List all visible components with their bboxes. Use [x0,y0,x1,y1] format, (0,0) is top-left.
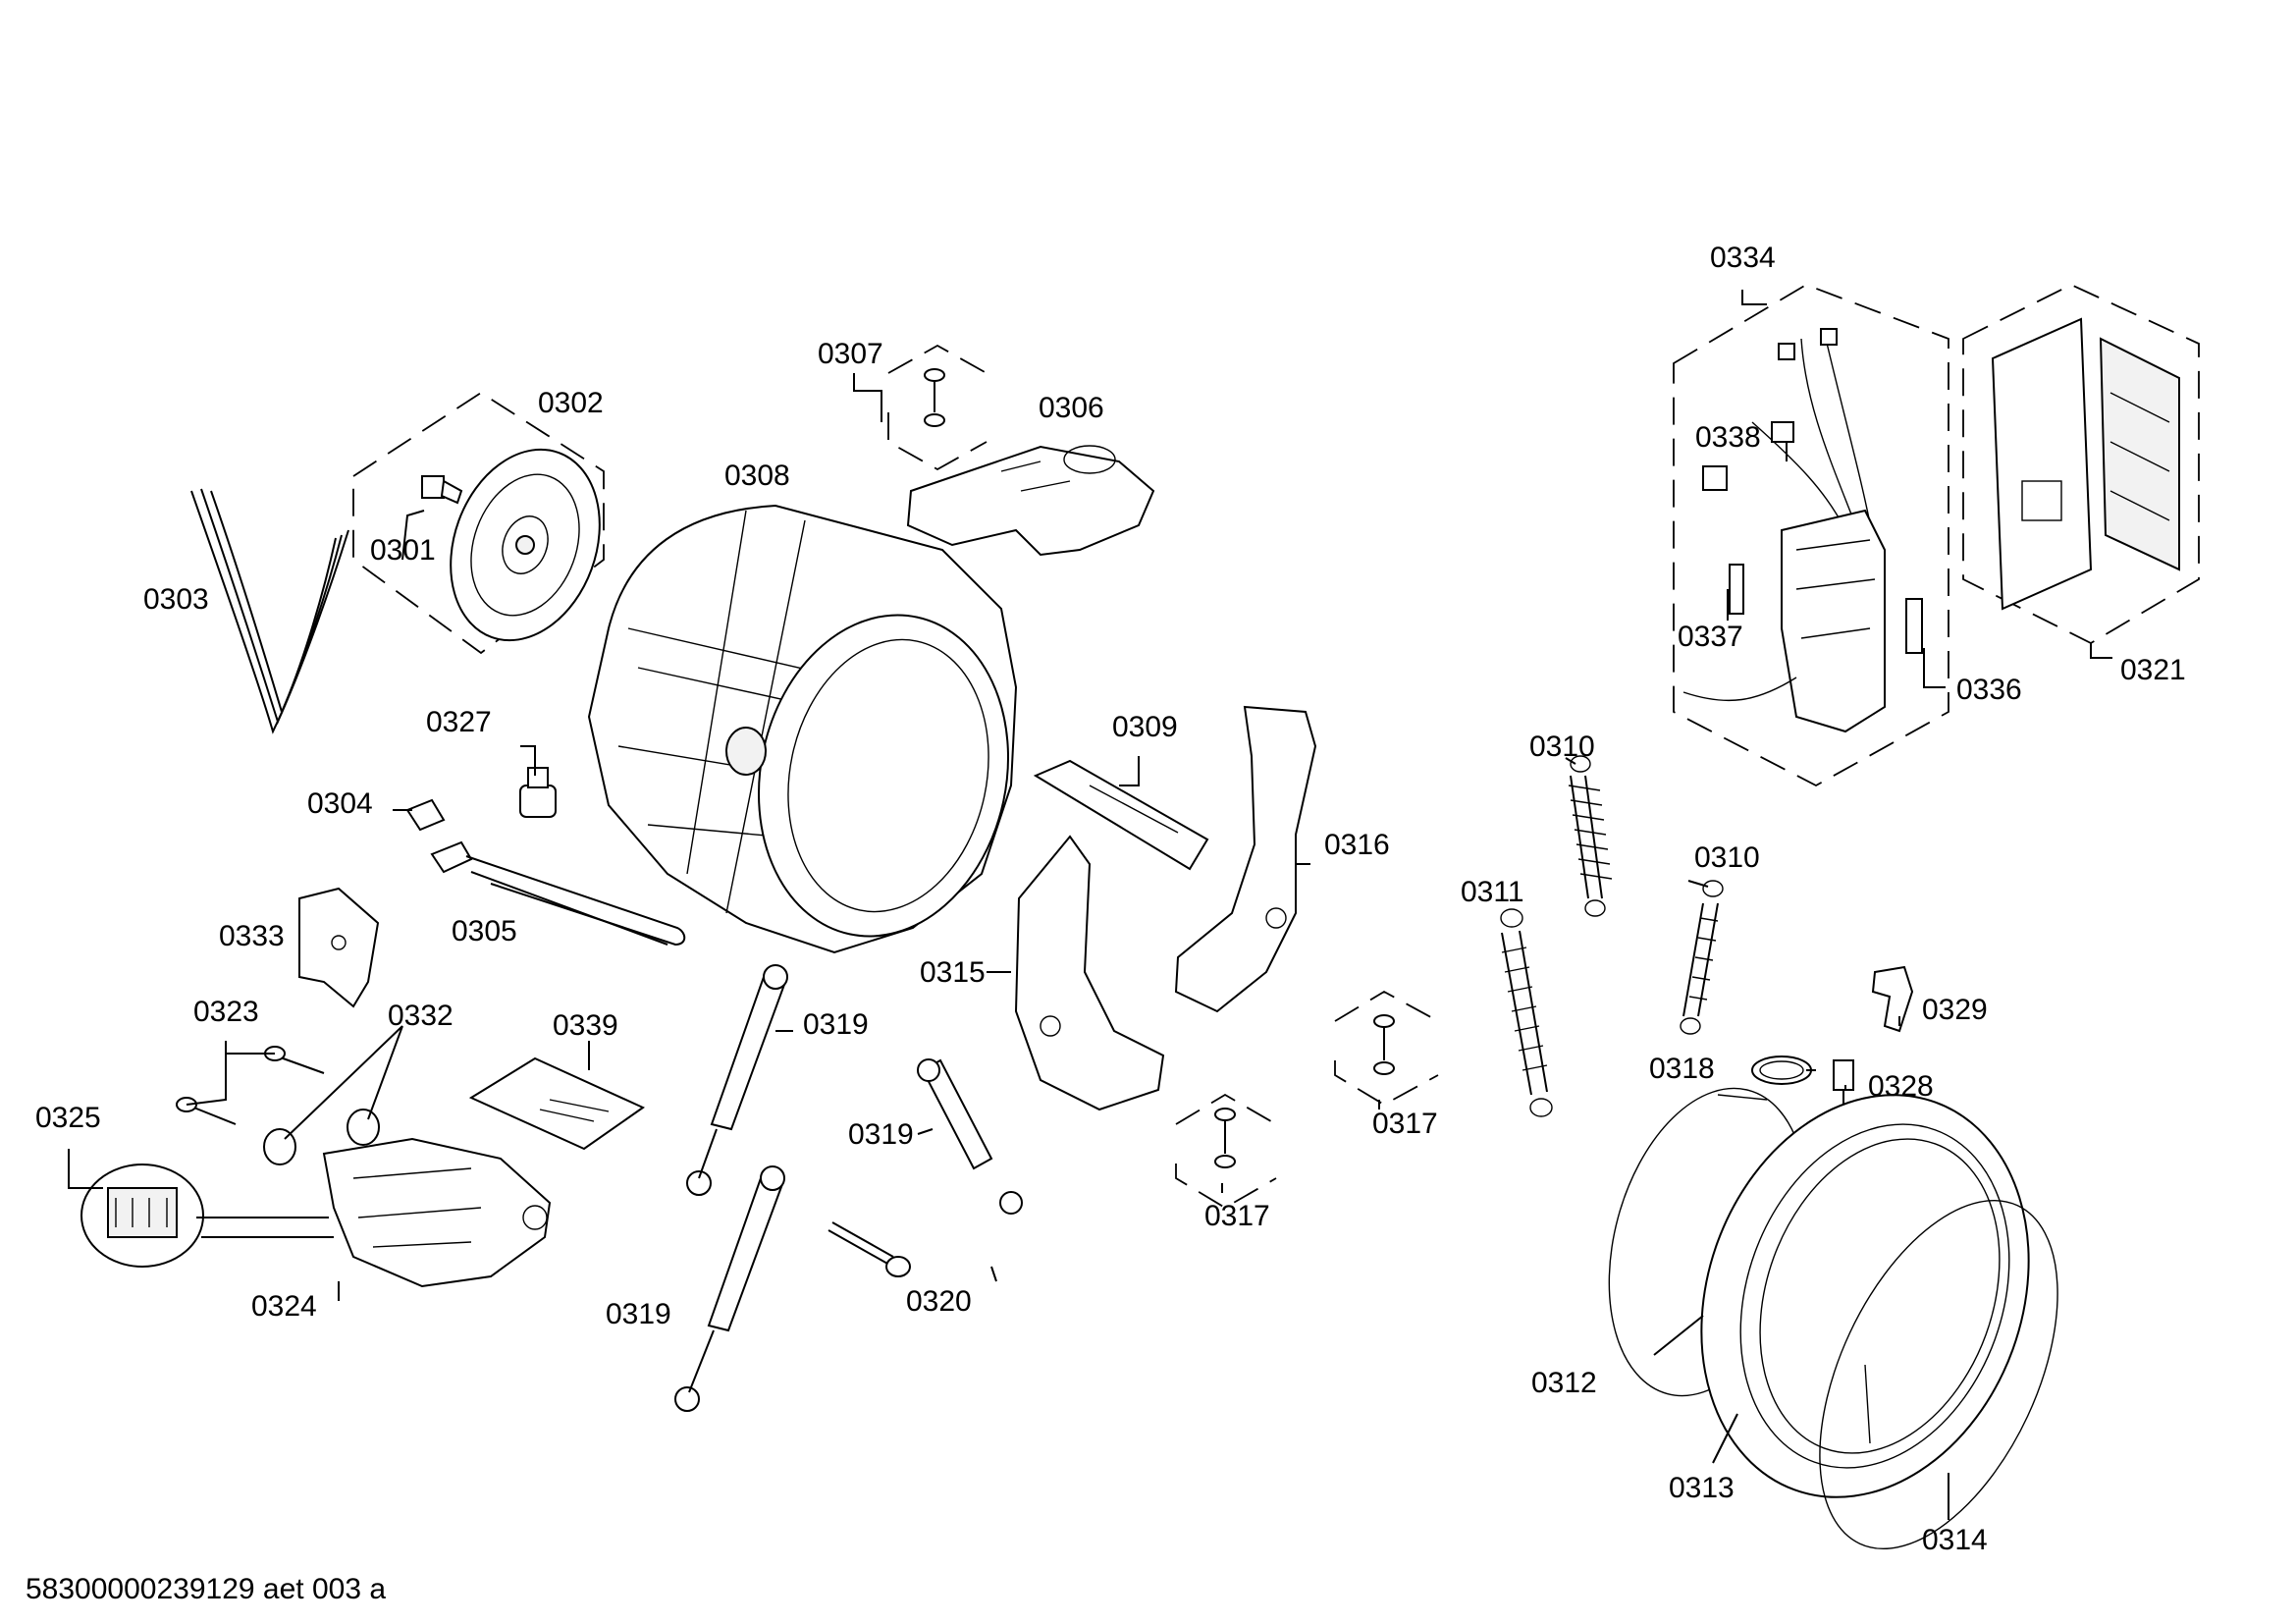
screw-0317-a [1334,990,1439,1107]
wiring-group-0334 [1673,284,1949,787]
label-0318: 0318 [1649,1053,1715,1085]
clamp-ring-0314 [1819,1199,2058,1550]
label-0323: 0323 [193,996,259,1028]
lifter-0309 [1033,759,1209,871]
damper-0319-a [686,964,788,1196]
label-0317-b: 0317 [1204,1200,1270,1232]
spring-0311 [1500,908,1553,1117]
label-0334: 0334 [1710,242,1776,274]
label-0325: 0325 [35,1102,101,1134]
motor-0324 [322,1137,552,1288]
part-number-labels: 0301 0302 0303 0304 0305 0306 0307 0308 … [35,242,2186,1556]
drive-belt-0303 [190,488,349,734]
label-0321: 0321 [2120,654,2186,686]
label-0303: 0303 [143,583,209,616]
label-sheet-0339 [468,1056,646,1151]
label-0317-a: 0317 [1372,1108,1438,1140]
bolt-0320 [828,1221,911,1277]
bracket-0333 [298,887,380,1008]
label-0304: 0304 [307,787,373,820]
label-0327: 0327 [426,706,492,738]
label-0328: 0328 [1868,1070,1934,1103]
pulley-group-0302 [352,391,605,655]
label-0305: 0305 [452,915,517,947]
label-0315: 0315 [920,956,986,989]
label-0320: 0320 [906,1285,972,1318]
label-0319-b: 0319 [848,1118,914,1151]
tub-assembly-0308 [587,504,1018,954]
label-0319-a: 0319 [803,1008,869,1041]
part-0328 [1833,1059,1854,1110]
screw-0307 [887,344,988,471]
leader-lines [68,290,2112,1520]
label-0324: 0324 [251,1290,317,1323]
label-0302: 0302 [538,387,604,419]
clamp-0318 [1751,1056,1812,1085]
label-0314: 0314 [1922,1524,1988,1556]
damper-0319-b [674,1165,785,1412]
label-0316: 0316 [1324,829,1390,861]
part-0329 [1871,965,1914,1033]
weight-0316 [1174,705,1317,1013]
label-0308: 0308 [724,460,790,492]
bellows-0313 [1700,1094,2030,1498]
label-0313: 0313 [1669,1472,1735,1504]
label-0332: 0332 [388,1000,454,1032]
spring-0310-b [1680,880,1724,1035]
heater-0305 [430,840,686,947]
label-0311: 0311 [1461,876,1524,908]
sensor-0304 [405,798,446,832]
label-0336: 0336 [1956,674,2022,706]
bushings-0332 [263,1109,380,1165]
label-0309: 0309 [1112,711,1178,743]
label-0307: 0307 [818,338,883,370]
label-0306: 0306 [1039,392,1104,424]
label-0319-c: 0319 [606,1298,671,1330]
screw-0317-b [1175,1093,1277,1210]
counterweight-0306 [906,445,1155,557]
label-0310-b: 0310 [1694,841,1760,874]
label-0301: 0301 [370,534,436,567]
control-module-0321 [1962,284,2200,645]
label-0333: 0333 [219,920,285,952]
drawing-number: 58300000239129 aet 003 a [26,1573,386,1605]
label-0312: 0312 [1531,1367,1597,1399]
screws-0323 [176,1046,325,1125]
label-0310-a: 0310 [1529,731,1595,763]
connector-0325 [80,1164,204,1268]
label-0337: 0337 [1678,621,1743,653]
label-0329: 0329 [1922,994,1988,1026]
label-0338: 0338 [1695,421,1761,454]
damper-0319-c [917,1058,1023,1215]
label-0339: 0339 [553,1009,618,1042]
spring-0310-a [1568,755,1613,917]
weight-0315 [1014,835,1165,1111]
sensor-0327 [519,767,557,818]
